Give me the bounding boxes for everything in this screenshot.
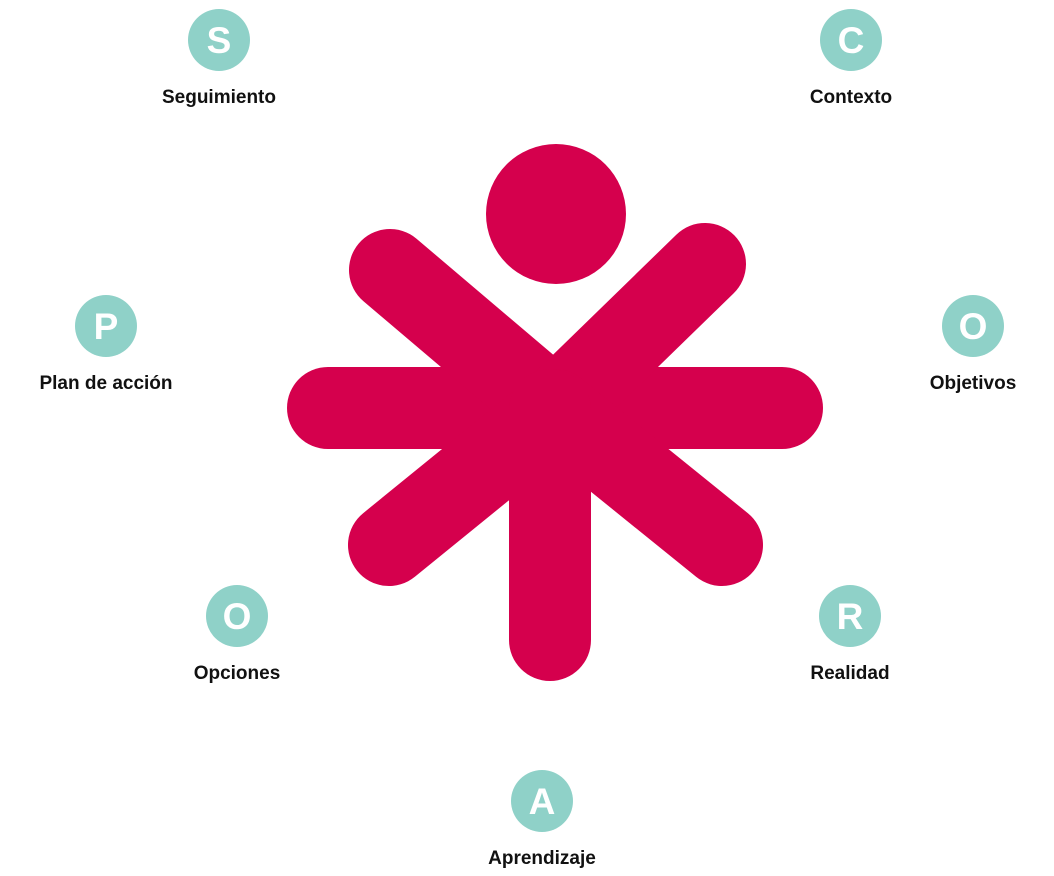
node-label: Objetivos bbox=[929, 373, 1017, 394]
node-objetivos: O Objetivos bbox=[873, 295, 1054, 395]
node-realidad: R Realidad bbox=[750, 585, 950, 685]
letter-a-badge-icon: A bbox=[511, 770, 573, 832]
node-label: Contexto bbox=[809, 87, 893, 108]
node-label: Realidad bbox=[810, 663, 890, 684]
letter-o-badge-icon: O bbox=[942, 295, 1004, 357]
letter-s-badge-icon: S bbox=[188, 9, 250, 71]
letter-p-badge-icon: P bbox=[75, 295, 137, 357]
node-label: Aprendizaje bbox=[488, 848, 596, 869]
letter-r-badge-icon: R bbox=[819, 585, 881, 647]
node-contexto: C Contexto bbox=[751, 9, 951, 109]
emblem-head bbox=[486, 144, 626, 284]
node-label: Seguimiento bbox=[161, 87, 276, 108]
node-label: Plan de acción bbox=[39, 373, 173, 394]
node-plan-de-accion: P Plan de acción bbox=[6, 295, 206, 395]
node-label: Opciones bbox=[193, 663, 281, 684]
node-opciones: O Opciones bbox=[137, 585, 337, 685]
node-aprendizaje: A Aprendizaje bbox=[442, 770, 642, 870]
letter-c-badge-icon: C bbox=[820, 9, 882, 71]
node-seguimiento: S Seguimiento bbox=[119, 9, 319, 109]
letter-o-badge-icon: O bbox=[206, 585, 268, 647]
